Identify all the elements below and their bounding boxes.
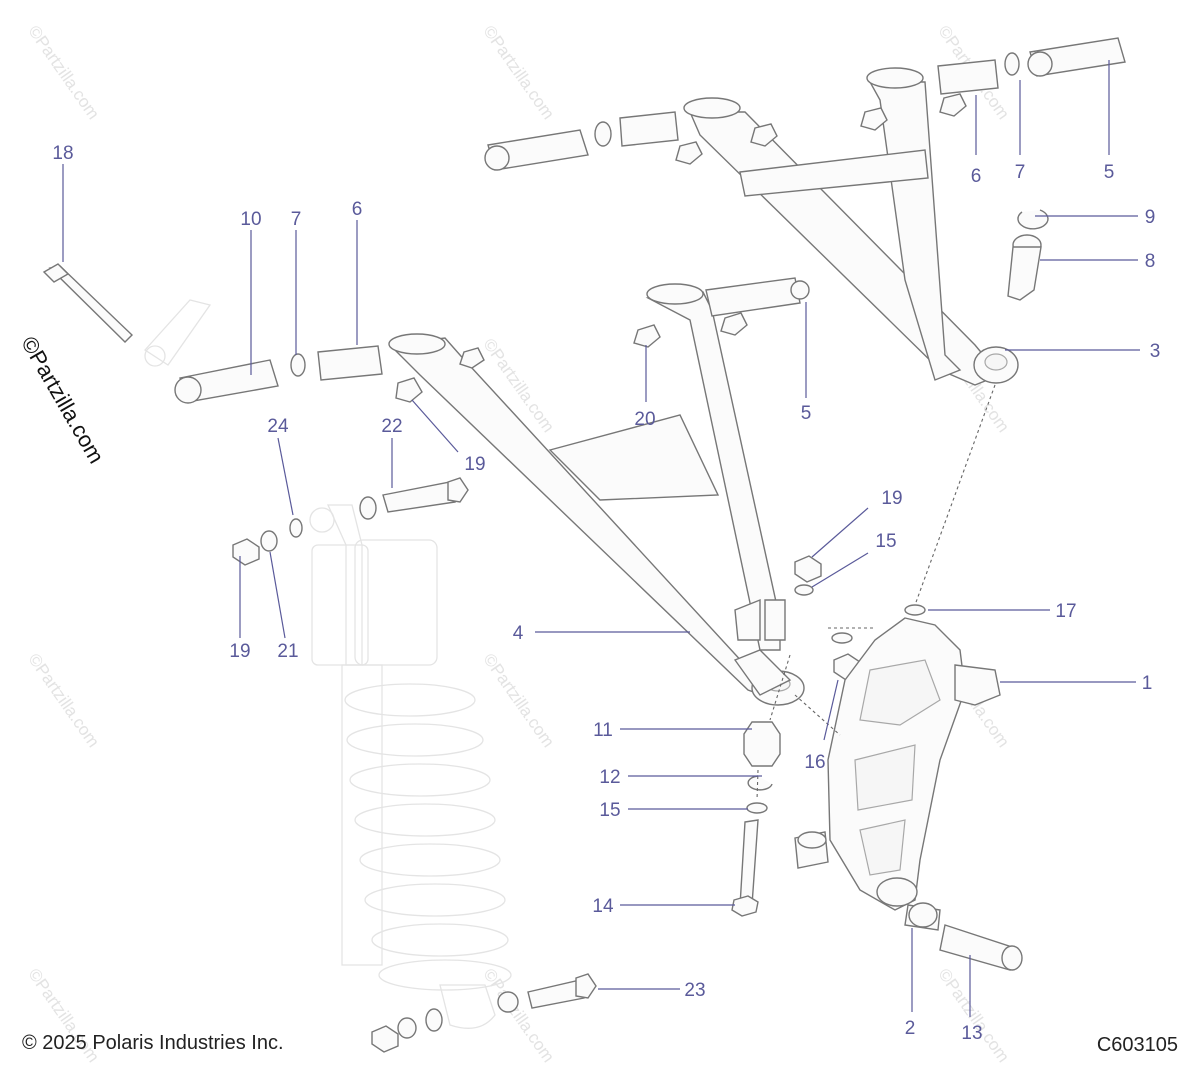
callout-19: 19 (881, 488, 902, 509)
callout-10: 10 (240, 209, 261, 230)
callout-12: 12 (599, 767, 620, 788)
shock-bottom-hardware (371, 973, 597, 1053)
knuckle-bushings (904, 902, 1023, 971)
callout-9: 9 (1145, 207, 1156, 228)
callout-14: 14 (592, 896, 614, 917)
callout-5: 5 (1104, 162, 1115, 183)
steering-knuckle (794, 617, 1001, 911)
callout-11: 11 (593, 720, 613, 741)
callout-4: 4 (513, 623, 524, 644)
callout-6: 6 (971, 166, 982, 187)
diagram-code: C603105 (1096, 1034, 1178, 1056)
upper-a-arm (683, 67, 1019, 386)
ball-joint (1007, 209, 1049, 301)
callout-5: 5 (801, 403, 812, 424)
shock-mount-hardware (232, 477, 469, 566)
callout-7: 7 (1015, 162, 1026, 183)
callout-6: 6 (352, 199, 363, 220)
assembly-lines (756, 384, 996, 801)
lower-a-arm (388, 283, 805, 706)
callout-24: 24 (267, 416, 289, 437)
shock-absorber (309, 504, 512, 1029)
callout-numbers: 18 10 7 6 6 7 5 9 8 3 20 5 24 22 19 19 1… (52, 143, 1160, 1044)
callout-16: 16 (804, 752, 825, 773)
callout-3: 3 (1150, 341, 1161, 362)
callout-22: 22 (381, 416, 402, 437)
callout-17: 17 (1055, 601, 1076, 622)
callout-2: 2 (905, 1018, 916, 1039)
callout-15: 15 (599, 800, 620, 821)
callout-8: 8 (1145, 251, 1156, 272)
copyright-text: © 2025 Polaris Industries Inc. (22, 1032, 284, 1054)
upper-arm-hardware (484, 37, 1126, 171)
callout-23: 23 (684, 980, 705, 1001)
callout-19: 19 (464, 454, 485, 475)
callout-21: 21 (277, 641, 298, 662)
callout-13: 13 (961, 1023, 982, 1044)
callout-18: 18 (52, 143, 73, 164)
long-bolt (42, 263, 212, 367)
callout-1: 1 (1142, 673, 1153, 694)
callout-7: 7 (291, 209, 302, 230)
callout-20: 20 (634, 409, 655, 430)
callout-19: 19 (229, 641, 250, 662)
callout-15: 15 (875, 531, 896, 552)
knuckle-hardware (731, 555, 926, 917)
lower-arm-hardware (174, 277, 810, 404)
leader-lines (62, 60, 1140, 1017)
